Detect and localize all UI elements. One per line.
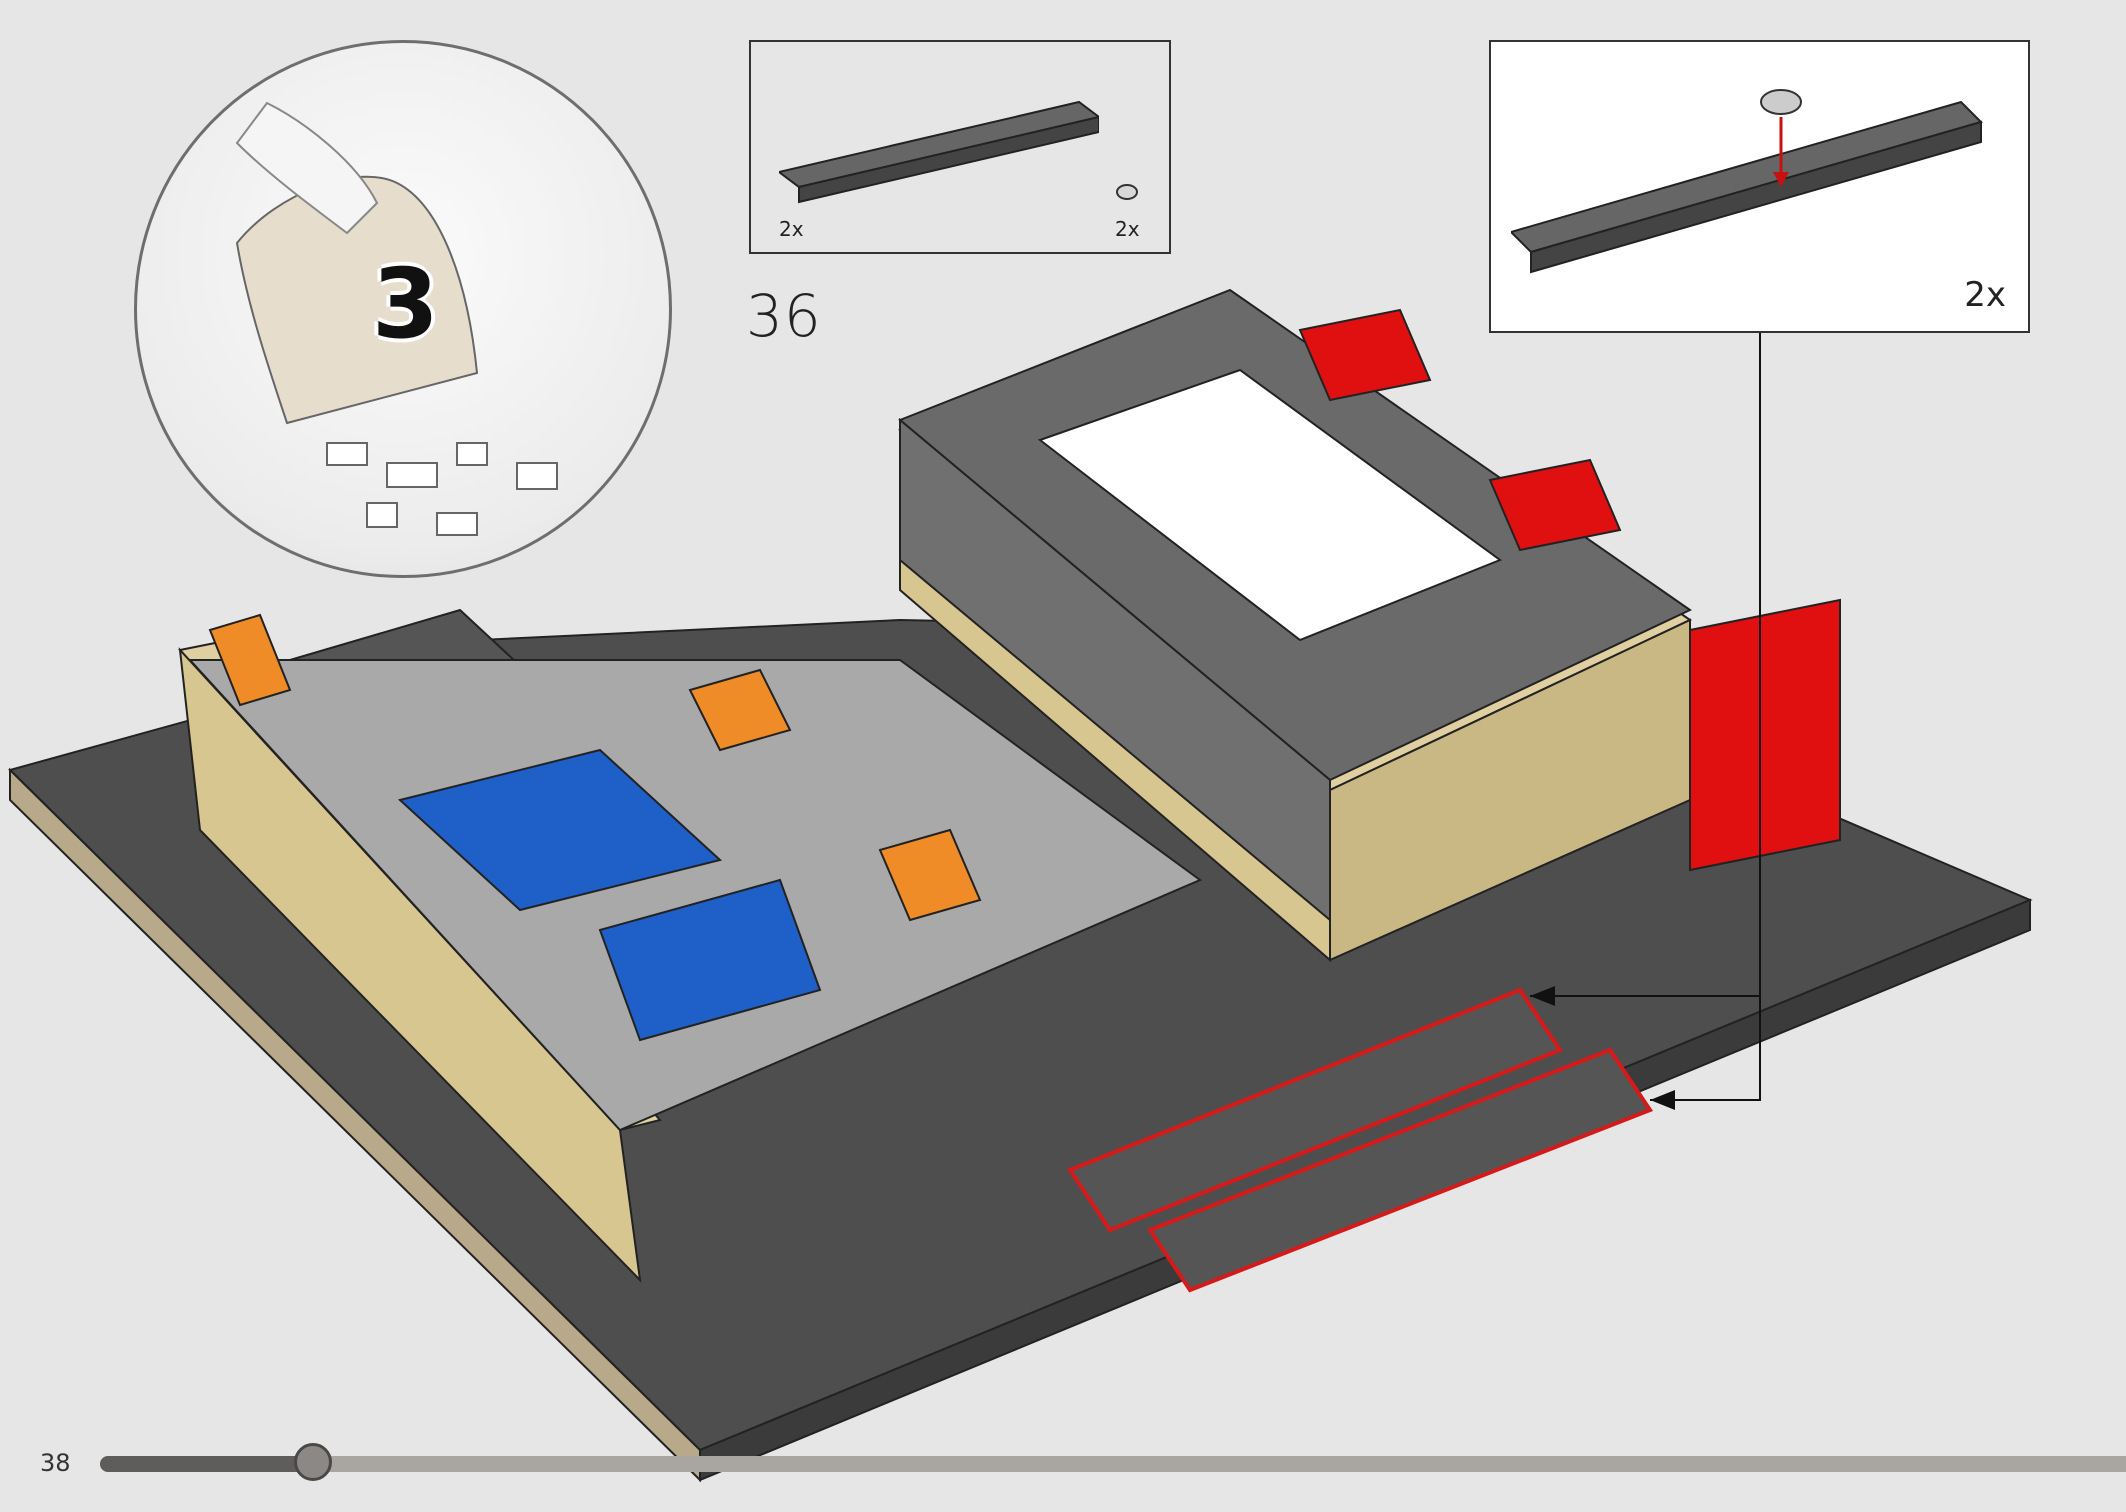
bag-number: 3 <box>372 248 439 360</box>
part-qty: 2x <box>1115 217 1140 241</box>
detail-callout: 2x <box>1489 40 2030 333</box>
parts-list: 2x 2x <box>749 40 1171 254</box>
grey-frame-center <box>187 613 1203 1132</box>
detail-qty: 2x <box>1964 275 2006 315</box>
new-plates-highlighted <box>1066 987 1654 1293</box>
bag-callout: 3 <box>134 40 672 578</box>
central-building <box>898 288 1692 963</box>
page-number: 38 <box>40 1449 71 1477</box>
plate-2x12-part <box>779 100 1099 204</box>
callout-arrows <box>1530 333 1761 1110</box>
plate-with-tile-detail <box>1511 89 1983 274</box>
progress-knob[interactable] <box>293 1443 332 1481</box>
red-bricks <box>1298 308 1841 872</box>
bag-icon <box>235 101 558 536</box>
step-number: 36 <box>746 282 822 350</box>
round-tile-part <box>1116 184 1138 200</box>
part-qty: 2x <box>779 217 804 241</box>
progress-fill <box>100 1456 313 1472</box>
progress-track[interactable] <box>100 1456 2126 1472</box>
